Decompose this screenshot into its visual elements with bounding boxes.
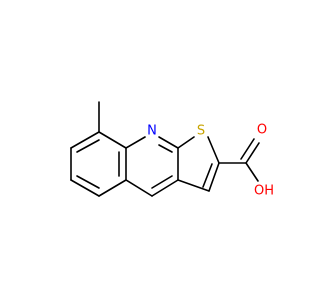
molecule-diagram: N S O OH [70, 101, 274, 199]
bond-c8-c8a [98, 131, 127, 149]
carbonyl-oxygen-label: O [257, 123, 267, 138]
bond-s-c2 [207, 136, 220, 164]
bond-c2-c3-inner [202, 163, 213, 188]
bond-c2-c3 [208, 162, 220, 192]
bond-carbonyl-b [240, 138, 255, 160]
bond-c3-c3a [177, 179, 210, 192]
bond-carboxyl-hydroxyl [245, 162, 259, 182]
bond-c4-c4a [125, 179, 153, 197]
bond-c6-c5-inner [76, 175, 100, 189]
bond-c9a-s [177, 136, 195, 149]
bond-c6-c5 [70, 179, 100, 197]
bond-n1-c9a-inner [158, 144, 173, 153]
bond-c8a-n1 [125, 136, 146, 149]
bond-c3a-c4-inner [151, 175, 173, 189]
bond-c3a-c4 [151, 179, 179, 197]
bond-c8-c7 [70, 131, 100, 149]
nitrogen-atom-label: N [147, 124, 157, 139]
bond-c8-c7-inner [76, 139, 100, 153]
bond-n1-c9a [158, 136, 179, 149]
sulfur-atom-label: S [197, 124, 205, 139]
hydroxyl-label: OH [254, 184, 274, 199]
bond-c5-c4a [98, 179, 127, 197]
bond-carbonyl-a [245, 142, 260, 164]
